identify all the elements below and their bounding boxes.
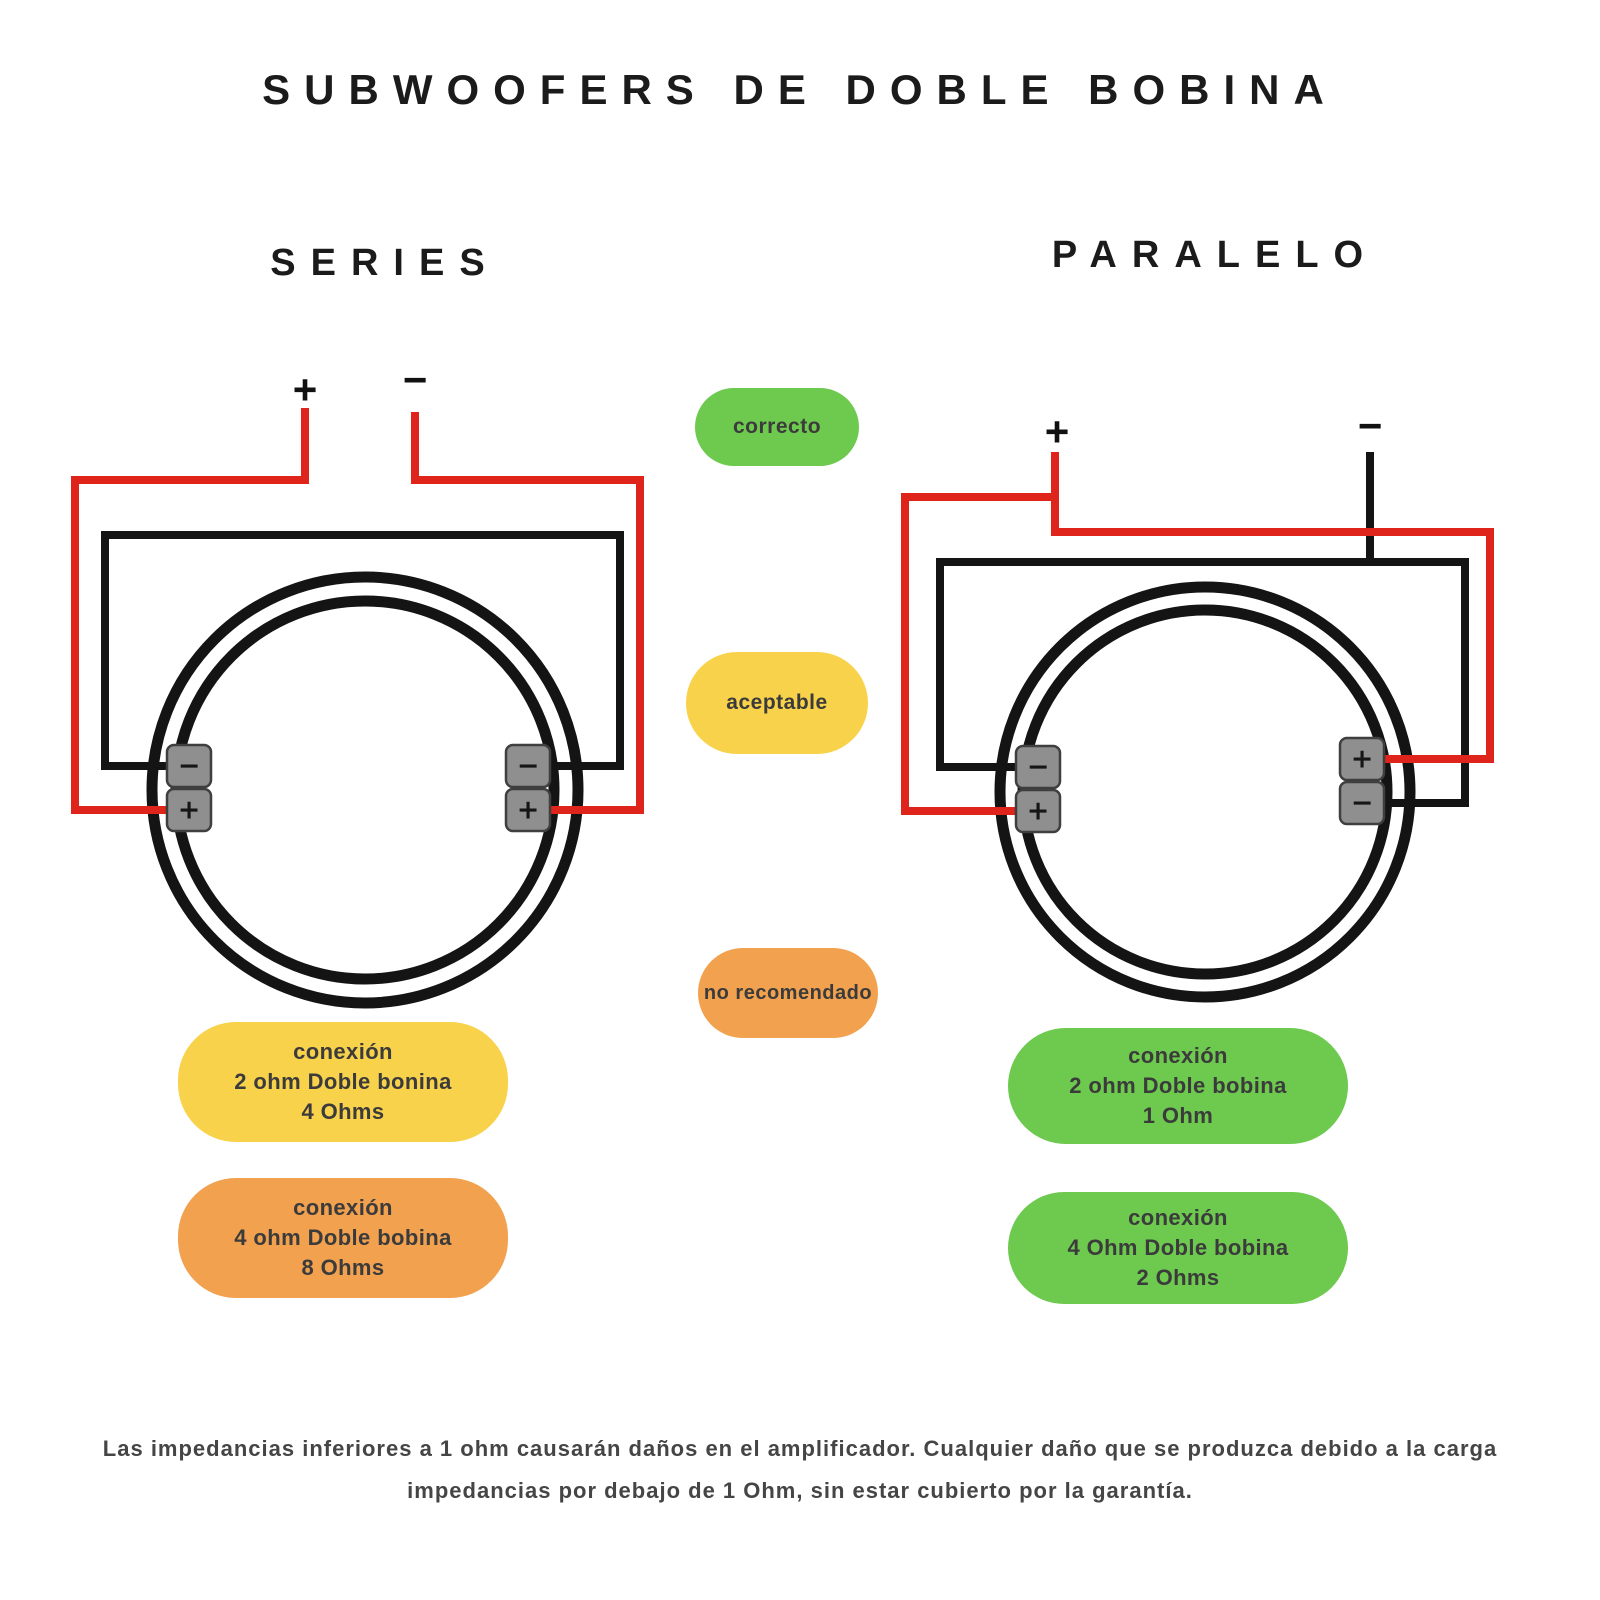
footer-line-2: impedancias por debajo de 1 Ohm, sin est… [407,1478,1193,1503]
terminal-post [504,787,552,833]
series-speaker-outer-ring [146,571,584,1009]
paralelo-speaker-outer-ring [994,581,1416,1003]
paralelo-left-terminal: − + [1014,744,1062,834]
pill-line: 2 ohm Doble bobina [1069,1073,1287,1098]
terminal-post [1014,744,1062,790]
terminal-sign: − [178,751,201,782]
terminal-sign: + [1351,744,1374,775]
pill-line: 8 Ohms [301,1255,385,1280]
footer-line-1: Las impedancias inferiores a 1 ohm causa… [102,1436,1498,1461]
pill-line: 4 Ohms [301,1099,385,1124]
pill-line: 2 ohm Doble bonina [234,1069,452,1094]
series-left-terminal: − + [165,743,213,833]
series-heading: SERIES [270,242,500,284]
series-negative-wire [411,412,644,814]
series-amp-minus-label: − [402,356,428,403]
paralelo-amp-minus-label: − [1357,402,1383,449]
paralelo-connection-4ohm-pill: conexión 4 Ohm Doble bobina 2 Ohms [1008,1192,1348,1304]
legend-aceptable-label: aceptable [726,691,828,714]
series-right-terminal: − + [504,743,552,833]
paralelo-heading: PARALELO [1051,234,1379,276]
legend-no-recomendado-label: no recomendado [703,981,873,1004]
terminal-post [1014,788,1062,834]
legend-correcto-label: correcto [732,415,822,438]
terminal-post [1338,736,1386,782]
pill-line: conexión [293,1039,393,1064]
footer-disclaimer: Las impedancias inferiores a 1 ohm causa… [0,1428,1600,1512]
paralelo-subwoofer-diagram: − + + − [901,452,1494,1003]
pill-line: 4 Ohm Doble bobina [1067,1235,1289,1260]
terminal-sign: + [517,795,540,826]
legend-correcto-badge: correcto [695,388,859,466]
paralelo-amp-plus-label: + [1044,408,1070,455]
pill-line: 4 ohm Doble bobina [234,1225,452,1250]
series-jumper-wire [101,531,624,770]
terminal-post [1338,780,1386,826]
series-connection-2ohm-pill: conexión 2 ohm Doble bonina 4 Ohms [178,1022,508,1142]
paralelo-speaker-inner-ring [1017,604,1393,980]
pill-line: conexión [1128,1205,1228,1230]
pill-line: conexión [293,1195,393,1220]
terminal-sign: − [1351,788,1374,819]
paralelo-connection-2ohm-pill: conexión 2 ohm Doble bobina 1 Ohm [1008,1028,1348,1144]
page-title: SUBWOOFERS DE DOBLE BOBINA [262,66,1338,113]
series-amp-plus-label: + [292,366,318,413]
legend-no-recomendado-badge: no recomendado [698,948,878,1038]
terminal-post [165,743,213,789]
legend-aceptable-badge: aceptable [686,652,868,754]
series-speaker-inner-ring [170,595,560,985]
paralelo-right-terminal: + − [1338,736,1386,826]
terminal-sign: − [1027,752,1050,783]
series-connection-4ohm-pill: conexión 4 ohm Doble bobina 8 Ohms [178,1178,508,1298]
paralelo-positive-right-wire [1051,497,1494,763]
terminal-sign: + [178,795,201,826]
terminal-sign: + [1027,796,1050,827]
pill-line: 1 Ohm [1142,1103,1214,1128]
pill-line: conexión [1128,1043,1228,1068]
series-positive-wire [71,408,309,814]
terminal-post [165,787,213,833]
paralelo-negative-bus-wire [936,558,1469,807]
pill-line: 2 Ohms [1136,1265,1220,1290]
paralelo-positive-left-wire [901,452,1059,815]
terminal-post [504,743,552,789]
series-subwoofer-diagram: − + − + [71,408,644,1009]
terminal-sign: − [517,751,540,782]
